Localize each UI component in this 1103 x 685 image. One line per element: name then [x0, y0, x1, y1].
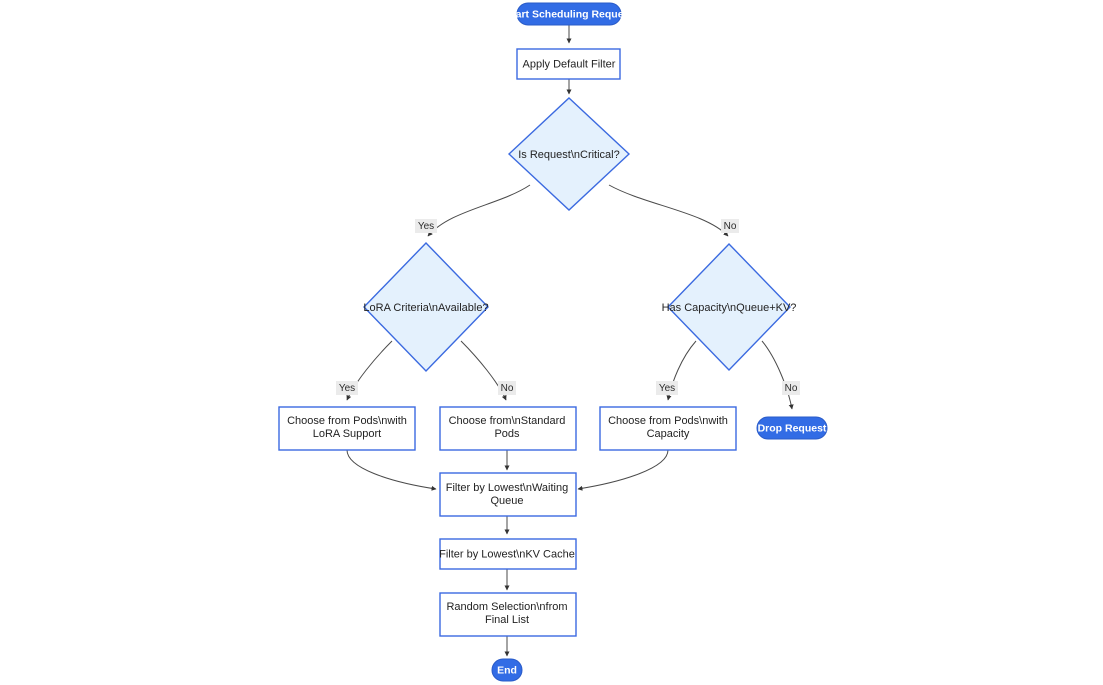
filter-waiting-queue-label-line2: Queue — [490, 495, 523, 507]
apply-default-filter-shape[interactable] — [516, 48, 621, 80]
choose-standard-pods-label-line2: Pods — [494, 428, 520, 440]
choose-capacity-pods-shape[interactable] — [599, 406, 737, 451]
end-node-label: End — [497, 664, 517, 676]
filter-kv-cache-label: Filter by Lowest\nKV Cache — [439, 548, 575, 560]
edge-label-yes-critical-bg — [415, 219, 437, 233]
filter-kv-cache-shape[interactable] — [439, 538, 577, 570]
node-drop-request[interactable]: Drop Request — [756, 416, 828, 440]
edge-label-yes-critical-text: Yes — [418, 221, 434, 232]
random-selection-shape[interactable] — [439, 592, 577, 637]
drop-request-shape[interactable] — [756, 416, 828, 440]
edge-choose-capacity-pods-to-filter-waiting-queue — [577, 449, 669, 491]
choose-lora-pods-label-line2: LoRA Support — [313, 428, 382, 440]
edge-choose-lora-pods-to-filter-waiting-queue — [346, 449, 437, 491]
edge-label-yes-capacity-bg — [656, 381, 678, 395]
is-request-critical-label: Is Request\nCritical? — [518, 149, 620, 161]
choose-lora-pods-label-line1: Choose from Pods\nwith — [287, 415, 407, 427]
random-selection-label-line1: Random Selection\nfrom — [446, 601, 567, 613]
is-request-critical-shape[interactable] — [507, 97, 631, 211]
apply-default-filter-label: Apply Default Filter — [523, 58, 616, 70]
edge-label-no-critical-bg — [721, 219, 739, 233]
node-is-request-critical[interactable]: Is Request\nCritical? — [507, 97, 631, 211]
lora-criteria-available-label: LoRA Criteria\nAvailable? — [363, 302, 488, 314]
node-apply-default-filter[interactable]: Apply Default Filter — [516, 48, 621, 80]
edge-label-no-lora-text: No — [501, 383, 514, 394]
edge-label-no-capacity-text: No — [785, 383, 798, 394]
edge-critical-yes-to-lora-criteria — [427, 184, 531, 237]
edge-critical-no-to-has-capacity — [608, 184, 729, 237]
edge-label-yes-lora-text: Yes — [339, 383, 355, 394]
edge-label-no-lora-bg — [498, 381, 516, 395]
has-capacity-label: Has Capacity\nQueue+KV? — [662, 302, 797, 314]
edge-label-yes-capacity-text: Yes — [659, 383, 675, 394]
edge-label-yes-critical: Yes — [415, 219, 437, 233]
edge-label-no-critical-text: No — [724, 221, 737, 232]
node-choose-standard-pods[interactable]: Choose from\nStandard Pods — [439, 406, 577, 451]
choose-capacity-pods-label-line2: Capacity — [647, 428, 690, 440]
edge-label-yes-lora: Yes — [336, 381, 358, 395]
filter-waiting-queue-label-line1: Filter by Lowest\nWaiting — [446, 482, 568, 494]
edge-label-no-critical: No — [721, 219, 739, 233]
choose-standard-pods-label-line1: Choose from\nStandard — [449, 415, 566, 427]
node-random-selection[interactable]: Random Selection\nfrom Final List — [439, 592, 577, 637]
edge-label-yes-lora-bg — [336, 381, 358, 395]
node-end[interactable]: End — [491, 658, 523, 682]
edge-label-no-capacity: No — [782, 381, 800, 395]
start-node-shape[interactable] — [516, 2, 622, 26]
edges-layer — [346, 25, 794, 657]
node-start[interactable]: Start Scheduling Request — [505, 2, 633, 26]
random-selection-label-line2: Final List — [485, 614, 529, 626]
choose-capacity-pods-label-line1: Choose from Pods\nwith — [608, 415, 728, 427]
lora-criteria-available-shape[interactable] — [363, 241, 489, 373]
node-filter-waiting-queue[interactable]: Filter by Lowest\nWaiting Queue — [439, 472, 577, 517]
choose-lora-pods-shape[interactable] — [278, 406, 416, 451]
choose-standard-pods-shape[interactable] — [439, 406, 577, 451]
has-capacity-shape[interactable] — [667, 242, 791, 372]
node-has-capacity[interactable]: Has Capacity\nQueue+KV? — [662, 242, 797, 372]
drop-request-label: Drop Request — [758, 422, 827, 434]
edge-label-yes-capacity: Yes — [656, 381, 678, 395]
node-filter-kv-cache[interactable]: Filter by Lowest\nKV Cache — [439, 538, 577, 570]
edge-labels-layer: Yes No Yes No Yes No — [336, 219, 800, 395]
filter-waiting-queue-shape[interactable] — [439, 472, 577, 517]
node-lora-criteria-available[interactable]: LoRA Criteria\nAvailable? — [363, 241, 489, 373]
node-choose-lora-pods[interactable]: Choose from Pods\nwith LoRA Support — [278, 406, 416, 451]
edge-label-no-capacity-bg — [782, 381, 800, 395]
node-choose-capacity-pods[interactable]: Choose from Pods\nwith Capacity — [599, 406, 737, 451]
end-node-shape[interactable] — [491, 658, 523, 682]
edge-capacity-no-to-drop-request — [761, 340, 794, 410]
edge-label-no-lora: No — [498, 381, 516, 395]
start-node-label: Start Scheduling Request — [505, 8, 633, 20]
